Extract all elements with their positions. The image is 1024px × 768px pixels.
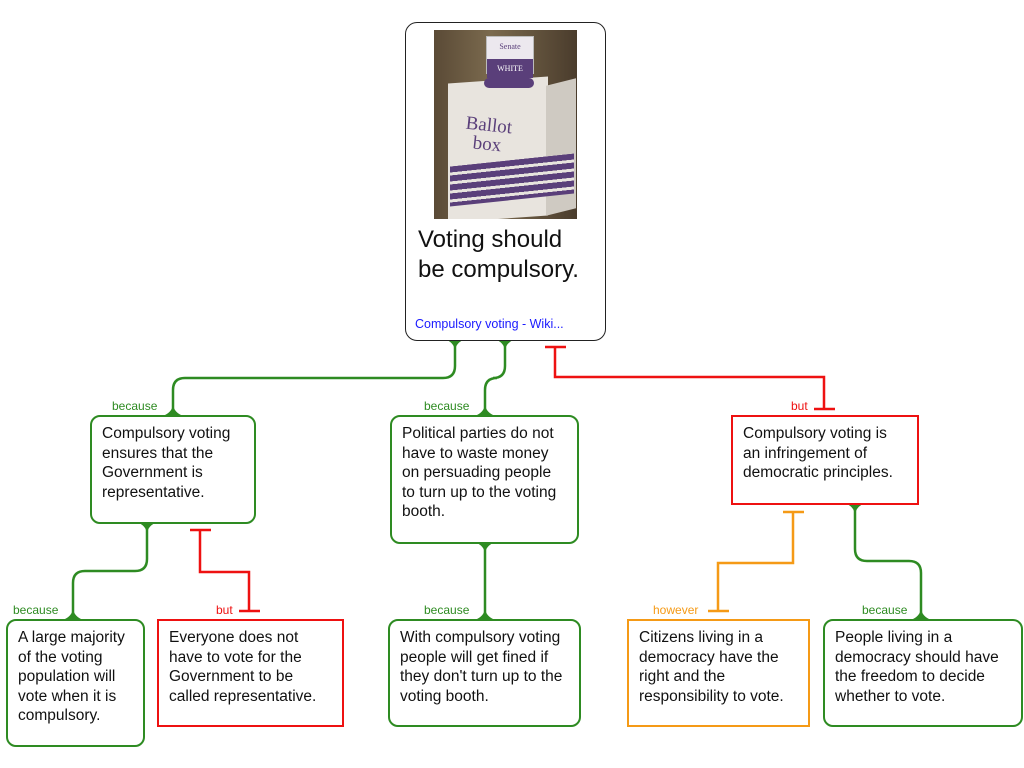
node-text: Citizens living in a democracy have the … — [639, 629, 784, 705]
source-link[interactable]: Compulsory voting - Wiki... — [415, 316, 564, 331]
reason-node-a1[interactable]: A large majority of the voting populatio… — [6, 619, 145, 747]
link-c-root — [553, 347, 826, 408]
objection-node-a2[interactable]: Everyone does not have to vote for the G… — [157, 619, 344, 727]
relation-label: however — [653, 603, 699, 617]
link-c1-c — [716, 512, 795, 610]
relation-label: because — [112, 399, 158, 413]
reason-node-b1[interactable]: With compulsory voting people will get f… — [388, 619, 581, 727]
node-text: Everyone does not have to vote for the G… — [169, 629, 317, 705]
relation-label: but — [791, 399, 808, 413]
node-text: Political parties do not have to waste m… — [402, 425, 557, 520]
link-root-b — [483, 340, 507, 415]
relation-label: because — [13, 603, 59, 617]
link-a2-a — [198, 530, 251, 610]
root-claim-title: Voting should be compulsory. — [418, 226, 579, 283]
objection-node-c[interactable]: Compulsory voting is an infringement of … — [731, 415, 919, 505]
sign-top-text: Senate — [499, 42, 521, 51]
node-text: A large majority of the voting populatio… — [18, 629, 125, 724]
relation-label: because — [862, 603, 908, 617]
reason-node-a[interactable]: Compulsory voting ensures that the Gover… — [90, 415, 256, 524]
reason-node-c2[interactable]: People living in a democracy should have… — [823, 619, 1023, 727]
rebuttal-node-c1[interactable]: Citizens living in a democracy have the … — [627, 619, 810, 727]
root-claim-node[interactable]: Senate WHITE Ballot box Voting should be… — [405, 22, 606, 341]
link-a-a1 — [71, 523, 149, 619]
sign-band-text: WHITE — [487, 58, 533, 78]
link-c-c2 — [853, 504, 923, 619]
node-text: Compulsory voting ensures that the Gover… — [102, 425, 231, 501]
ballot-box-label: Ballot box — [464, 112, 514, 157]
ballot-box-image: Senate WHITE Ballot box — [434, 30, 577, 219]
reason-node-b[interactable]: Political parties do not have to waste m… — [390, 415, 579, 544]
node-text: People living in a democracy should have… — [835, 629, 999, 705]
relation-label: because — [424, 399, 470, 413]
link-root-a — [171, 340, 457, 415]
relation-label: but — [216, 603, 233, 617]
relation-label: because — [424, 603, 470, 617]
node-text: With compulsory voting people will get f… — [400, 629, 563, 705]
node-text: Compulsory voting is an infringement of … — [743, 425, 893, 481]
